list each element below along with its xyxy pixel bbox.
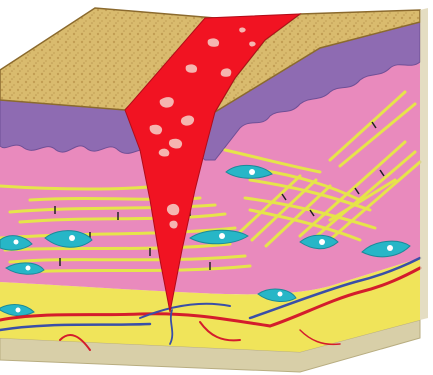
block-right-edge: [420, 8, 428, 320]
